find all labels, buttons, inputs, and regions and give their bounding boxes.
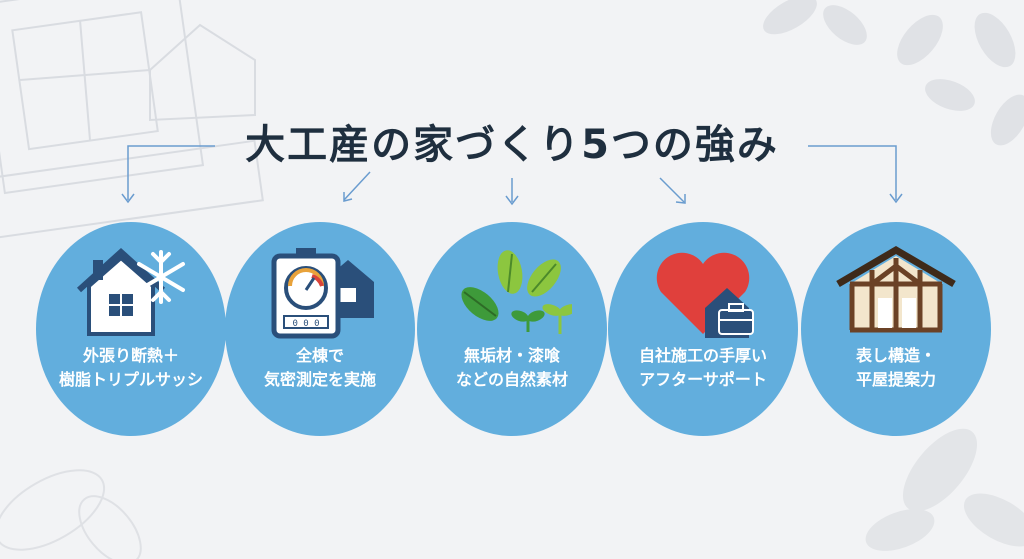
leaf-decoration-top-right: [763, 0, 1024, 146]
strength-label-line2: アフターサポート: [639, 370, 767, 389]
strength-label-line2: 樹脂トリプルサッシ: [58, 370, 203, 389]
arrow-left-outer: [127, 145, 215, 200]
strength-label: 無垢材・漆喰 などの自然素材: [417, 344, 607, 392]
leaf-decoration-bottom: [0, 469, 142, 559]
strength-label-line2: 平屋提案力: [855, 370, 936, 389]
strength-label: 全棟で 気密測定を実施: [225, 344, 415, 392]
strength-circle-insulation: 外張り断熱＋ 樹脂トリプルサッシ: [36, 222, 226, 436]
strength-label: 自社施工の手厚い アフターサポート: [608, 344, 798, 392]
strength-label: 表し構造・ 平屋提案力: [801, 344, 991, 392]
page-title: 大工産の家づくり5つの強み: [245, 122, 779, 168]
strength-circle-airtightness: 0 0 0 全棟で 気密測定を実施: [225, 222, 415, 436]
leaves-sprouts-icon: [461, 250, 572, 334]
airtight-meter-icon: 0 0 0: [271, 248, 374, 339]
strength-label-line1: 全棟で: [295, 346, 344, 365]
arrow-right-inner: [659, 177, 685, 203]
strength-label-line2: 気密測定を実施: [263, 370, 376, 389]
house-snowflake-icon: [76, 247, 185, 336]
strength-label: 外張り断熱＋ 樹脂トリプルサッシ: [36, 344, 226, 392]
strength-circle-after-support: 自社施工の手厚い アフターサポート: [608, 222, 798, 436]
timber-frame-house-icon: [836, 245, 956, 333]
strength-label-line1: 自社施工の手厚い: [638, 346, 767, 365]
strength-circle-natural-materials: 無垢材・漆喰 などの自然素材: [417, 222, 607, 436]
strength-label-line1: 外張り断熱＋: [82, 346, 179, 365]
arrow-right-outer: [808, 145, 897, 200]
heart-house-toolbox-icon: [656, 252, 754, 338]
strength-circle-exposed-structure: 表し構造・ 平屋提案力: [801, 222, 991, 436]
meter-digits: 0 0 0: [292, 319, 319, 329]
arrow-left-inner: [343, 171, 371, 201]
strength-label-line1: 無垢材・漆喰: [463, 346, 560, 365]
strength-label-line1: 表し構造・: [855, 346, 936, 365]
leaf-decoration-bottom-right: [865, 428, 1024, 551]
strength-label-line2: などの自然素材: [455, 370, 568, 389]
blueprint-sketch: [0, 0, 264, 241]
